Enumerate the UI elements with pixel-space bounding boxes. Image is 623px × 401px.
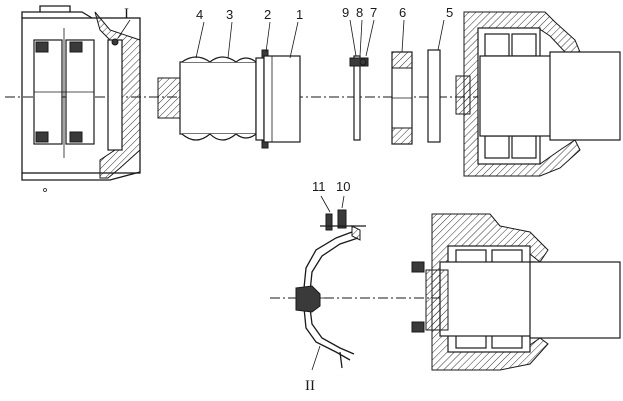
bottom-axlebox-assembly: [411, 213, 621, 371]
callout-6: 6: [399, 5, 406, 53]
callout-10-11: 11 10: [312, 179, 350, 213]
callout-1: 1: [296, 7, 303, 22]
right-axlebox-assembled: [455, 11, 621, 177]
lock-washer-parts: [349, 55, 369, 141]
cover-bolts-10-11: [320, 209, 366, 231]
callout-7: 7: [370, 5, 377, 20]
detail-II-label: II: [305, 378, 315, 394]
axle-nut-part-6: [391, 51, 413, 145]
left-cap-plate: [157, 77, 181, 119]
front-cover-part: [295, 225, 361, 369]
callout-detail-I: I: [117, 6, 131, 39]
callout-11: 11: [312, 179, 326, 194]
callout-1-4: 4 3 2 1: [195, 7, 303, 59]
callout-3: 3: [226, 7, 233, 22]
callout-9: 9: [342, 5, 349, 20]
left-axlebox-housing: [21, 5, 141, 192]
callout-10: 10: [336, 179, 350, 194]
callout-8: 8: [356, 5, 363, 20]
callout-5: 5: [437, 5, 453, 51]
washer-part-5: [427, 49, 441, 143]
callout-2: 2: [264, 7, 271, 22]
bearing-sleeve-assembly: [179, 49, 301, 149]
callout-detail-II: II: [305, 345, 321, 394]
callout-7-9: 9 8 7: [342, 5, 377, 57]
callout-5-text: 5: [446, 5, 453, 20]
detail-I-label: I: [124, 6, 129, 22]
callout-4: 4: [196, 7, 203, 22]
callout-6-text: 6: [399, 5, 406, 20]
